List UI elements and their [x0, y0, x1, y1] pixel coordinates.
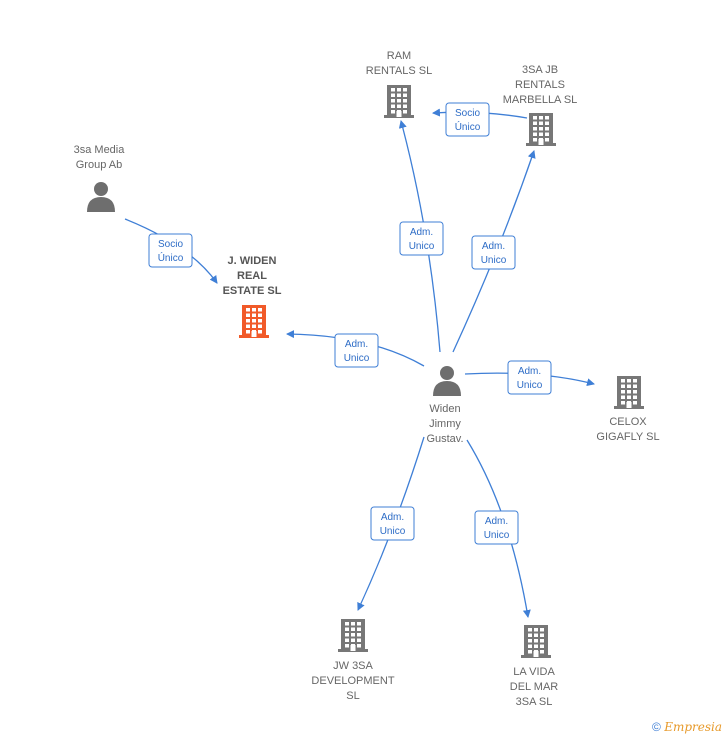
relation-label-line: Único	[158, 251, 184, 264]
building-icon[interactable]	[338, 619, 368, 652]
node-jb[interactable]: 3SA JB RENTALS MARBELLA SL	[503, 64, 578, 146]
node-label-line[interactable]: LA VIDA	[513, 666, 555, 678]
relation-label-line: Unico	[409, 241, 435, 252]
relation-label-jimmy-to-ram[interactable]: Adm. Unico	[399, 221, 444, 256]
relation-label-line: Único	[455, 120, 481, 133]
node-ram[interactable]: RAM RENTALS SL	[366, 50, 432, 118]
node-label-line[interactable]: SL	[346, 690, 359, 702]
node-label-line[interactable]: Widen	[429, 403, 460, 415]
relation-label-jimmy-to-vida[interactable]: Adm. Unico	[474, 510, 519, 545]
node-widenre[interactable]: J. WIDEN REAL ESTATE SL	[223, 255, 282, 338]
node-label-line[interactable]: Jimmy	[429, 418, 461, 430]
relation-label-jimmy-to-jw3sa[interactable]: Adm. Unico	[370, 506, 415, 541]
node-label-line[interactable]: 3SA SL	[516, 696, 553, 708]
node-label-line[interactable]: J. WIDEN	[228, 255, 277, 267]
relation-label-line: Socio	[158, 239, 183, 250]
node-label-line[interactable]: RENTALS	[515, 79, 565, 91]
building-icon[interactable]	[614, 376, 644, 409]
node-jw3sa[interactable]: JW 3SA DEVELOPMENT SL	[311, 619, 395, 702]
node-label-line[interactable]: ESTATE SL	[223, 285, 282, 297]
relation-label-jimmy-to-celox[interactable]: Adm. Unico	[507, 360, 552, 395]
node-celox[interactable]: CELOX GIGAFLY SL	[596, 376, 660, 443]
node-label-line[interactable]: 3sa Media	[74, 144, 126, 156]
relation-label-jimmy-to-jb[interactable]: Adm. Unico	[471, 235, 516, 270]
node-label-line[interactable]: JW 3SA	[333, 660, 373, 672]
building-icon[interactable]	[526, 113, 556, 146]
node-vida[interactable]: LA VIDA DEL MAR 3SA SL	[510, 625, 559, 708]
node-label-line[interactable]: Gustav.	[426, 433, 463, 445]
relation-label-line: Unico	[484, 530, 510, 541]
relation-label-line: Unico	[517, 380, 543, 391]
node-label-line[interactable]: MARBELLA SL	[503, 94, 578, 106]
node-label-line[interactable]: DEL MAR	[510, 681, 559, 693]
building-icon[interactable]	[521, 625, 551, 658]
person-icon[interactable]	[433, 366, 461, 396]
building-icon[interactable]	[239, 305, 269, 338]
relation-label-line: Unico	[481, 255, 507, 266]
node-label-line[interactable]: Group Ab	[76, 159, 122, 171]
relation-label-line: Unico	[344, 353, 370, 364]
copyright-icon: ©	[652, 720, 661, 734]
node-label-line[interactable]: GIGAFLY SL	[596, 431, 659, 443]
node-label-line[interactable]: DEVELOPMENT	[311, 675, 394, 687]
relation-label-line: Adm.	[482, 241, 505, 252]
relation-label-line: Adm.	[381, 512, 404, 523]
footer-credit: © Empresia	[652, 720, 722, 734]
relation-label-line: Adm.	[345, 339, 368, 350]
person-icon[interactable]	[87, 182, 115, 212]
brand-logo-text[interactable]: Empresia	[664, 720, 722, 734]
relation-label-line: Adm.	[518, 366, 541, 377]
relation-label-line: Socio	[455, 108, 480, 119]
relation-label-line: Unico	[380, 526, 406, 537]
node-label-line[interactable]: RENTALS SL	[366, 65, 432, 77]
node-label-line[interactable]: 3SA JB	[522, 64, 558, 76]
relation-label-jimmy-to-widenre[interactable]: Adm. Unico	[334, 333, 379, 368]
node-label-line[interactable]: REAL	[237, 270, 267, 282]
node-label-line[interactable]: CELOX	[609, 416, 647, 428]
relation-label-line: Adm.	[485, 516, 508, 527]
building-icon[interactable]	[384, 85, 414, 118]
relation-label-line: Adm.	[410, 227, 433, 238]
node-label-line[interactable]: RAM	[387, 50, 411, 62]
